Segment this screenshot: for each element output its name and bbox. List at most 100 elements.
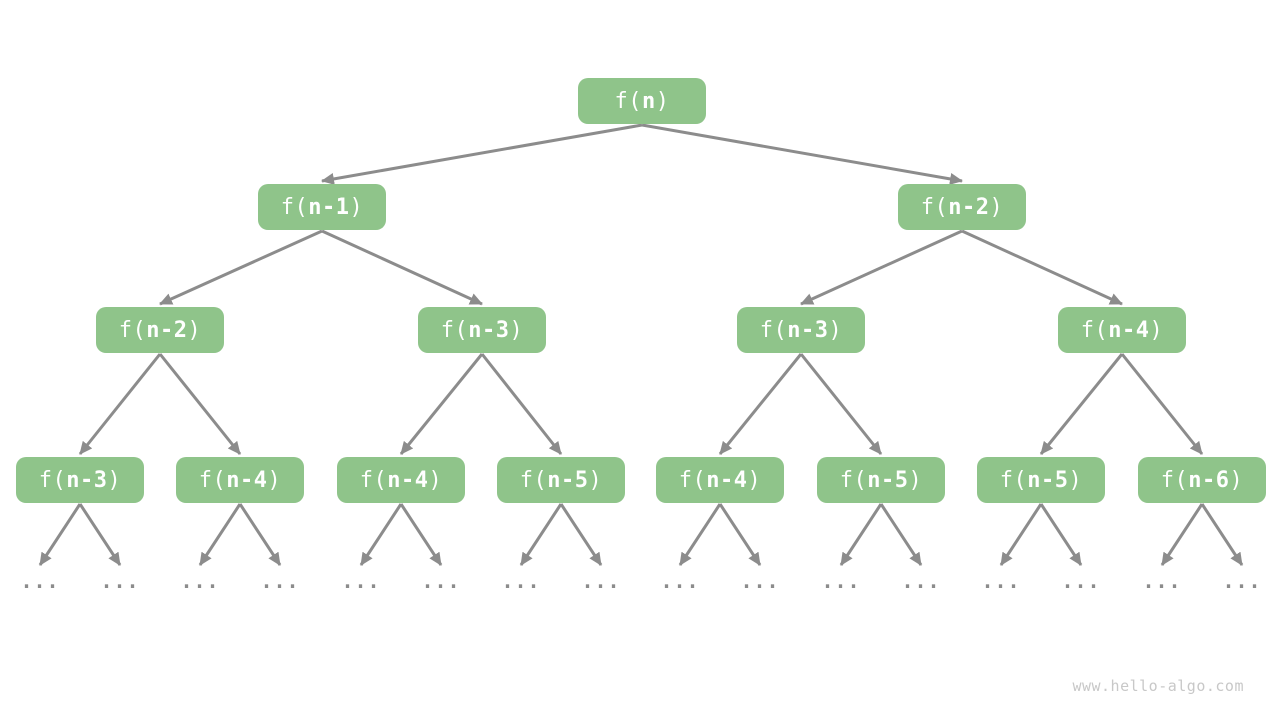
tree-node-label: f( <box>359 467 388 493</box>
ellipsis-label: ... <box>981 569 1021 593</box>
tree-node: f(n-1) <box>258 184 386 230</box>
tree-edge-arrow <box>1160 503 1204 566</box>
tree-edge-arrow <box>879 503 923 566</box>
tree-node: f(n-5) <box>977 457 1105 503</box>
tree-node-label: n <box>642 88 656 114</box>
tree-node-label: ) <box>1068 467 1083 493</box>
tree-node-label: n-5 <box>547 467 589 493</box>
tree-edge-arrow <box>38 503 82 566</box>
tree-edge-arrow <box>999 503 1043 566</box>
tree-node-label: n-6 <box>1188 467 1230 493</box>
ellipsis-label: ... <box>821 569 861 593</box>
tree-edge-arrow <box>1120 353 1204 455</box>
tree-node: f(n-4) <box>1058 307 1186 353</box>
ellipsis-label: ... <box>100 569 140 593</box>
tree-edge-arrow <box>839 503 883 566</box>
tree-node-label: f( <box>440 317 469 343</box>
ellipsis-label: ... <box>660 569 700 593</box>
tree-edge-arrow <box>559 503 603 566</box>
tree-edge-arrow <box>399 353 484 455</box>
tree-edge-arrow <box>359 503 403 566</box>
tree-node-label: f( <box>999 467 1028 493</box>
tree-node-label: f( <box>678 467 707 493</box>
tree-node-label: n-5 <box>1027 467 1069 493</box>
tree-node: f(n-4) <box>656 457 784 503</box>
tree-node-label: ) <box>828 317 843 343</box>
tree-edge-arrow <box>321 123 643 185</box>
ellipsis-label: ... <box>341 569 381 593</box>
tree-node-label: n-4 <box>387 467 429 493</box>
tree-node-label: n-2 <box>948 194 990 220</box>
tree-edge-arrow <box>1200 503 1244 566</box>
tree-edge-arrow <box>480 353 563 455</box>
tree-node: f(n-2) <box>898 184 1026 230</box>
tree-edge-arrow <box>718 353 803 455</box>
tree-edge-arrow <box>321 229 483 306</box>
tree-node: f(n-4) <box>176 457 304 503</box>
tree-edge-arrow <box>238 503 282 566</box>
tree-node-label: ) <box>107 467 122 493</box>
ellipsis-label: ... <box>180 569 220 593</box>
tree-node: f(n-5) <box>817 457 945 503</box>
tree-edge-arrow <box>78 503 122 566</box>
ellipsis-label: ... <box>260 569 300 593</box>
tree-edge-arrow <box>718 503 762 566</box>
tree-edge-arrow <box>961 229 1123 306</box>
tree-node-label: f( <box>280 194 309 220</box>
ellipsis-label: ... <box>581 569 621 593</box>
ellipsis-label: ... <box>740 569 780 593</box>
ellipsis-label: ... <box>501 569 541 593</box>
tree-node-label: f( <box>1160 467 1189 493</box>
tree-node-label: n-3 <box>66 467 108 493</box>
tree-node-label: ) <box>747 467 762 493</box>
tree-node-label: n-5 <box>867 467 909 493</box>
tree-node-label: ) <box>1149 317 1164 343</box>
tree-node-label: ) <box>908 467 923 493</box>
tree-node-label: f( <box>38 467 67 493</box>
tree-node-label: n-2 <box>146 317 188 343</box>
tree-edge-arrow <box>1039 353 1124 455</box>
tree-node-label: f( <box>839 467 868 493</box>
watermark: www.hello-algo.com <box>1072 677 1244 695</box>
tree-node-label: ) <box>989 194 1004 220</box>
tree-node-label: f( <box>198 467 227 493</box>
tree-node-label: ) <box>655 88 670 114</box>
tree-node-label: ) <box>1229 467 1244 493</box>
tree-edge-arrow <box>198 503 242 566</box>
tree-node-label: n-3 <box>787 317 829 343</box>
tree-edge-arrow <box>519 503 563 566</box>
tree-edge-arrow <box>641 123 963 185</box>
tree-node: f(n-5) <box>497 457 625 503</box>
tree-node: f(n) <box>578 78 706 124</box>
tree-node: f(n-3) <box>737 307 865 353</box>
ellipsis-label: ... <box>1061 569 1101 593</box>
tree-node: f(n-4) <box>337 457 465 503</box>
ellipsis-label: ... <box>901 569 941 593</box>
tree-node-label: ) <box>509 317 524 343</box>
tree-node-label: n-4 <box>1108 317 1150 343</box>
tree-node-label: ) <box>187 317 202 343</box>
ellipsis-label: ... <box>20 569 60 593</box>
tree-node-label: ) <box>267 467 282 493</box>
tree-edge-arrow <box>799 353 883 455</box>
tree-node: f(n-2) <box>96 307 224 353</box>
tree-node: f(n-3) <box>418 307 546 353</box>
tree-edge-arrow <box>158 353 242 455</box>
tree-edge-arrow <box>800 229 963 306</box>
tree-node-label: f( <box>920 194 949 220</box>
tree-edge-arrow <box>159 229 323 306</box>
tree-edge-arrow <box>78 353 162 455</box>
ellipsis-label: ... <box>421 569 461 593</box>
tree-node-label: ) <box>428 467 443 493</box>
tree-node-label: ) <box>349 194 364 220</box>
tree-node-label: ) <box>588 467 603 493</box>
tree-node-label: n-1 <box>308 194 350 220</box>
tree-node: f(n-6) <box>1138 457 1266 503</box>
tree-edge-arrow <box>1039 503 1083 566</box>
tree-node-label: f( <box>614 88 642 114</box>
tree-node-label: f( <box>519 467 548 493</box>
ellipsis-label: ... <box>1142 569 1182 593</box>
tree-node-label: n-3 <box>468 317 510 343</box>
